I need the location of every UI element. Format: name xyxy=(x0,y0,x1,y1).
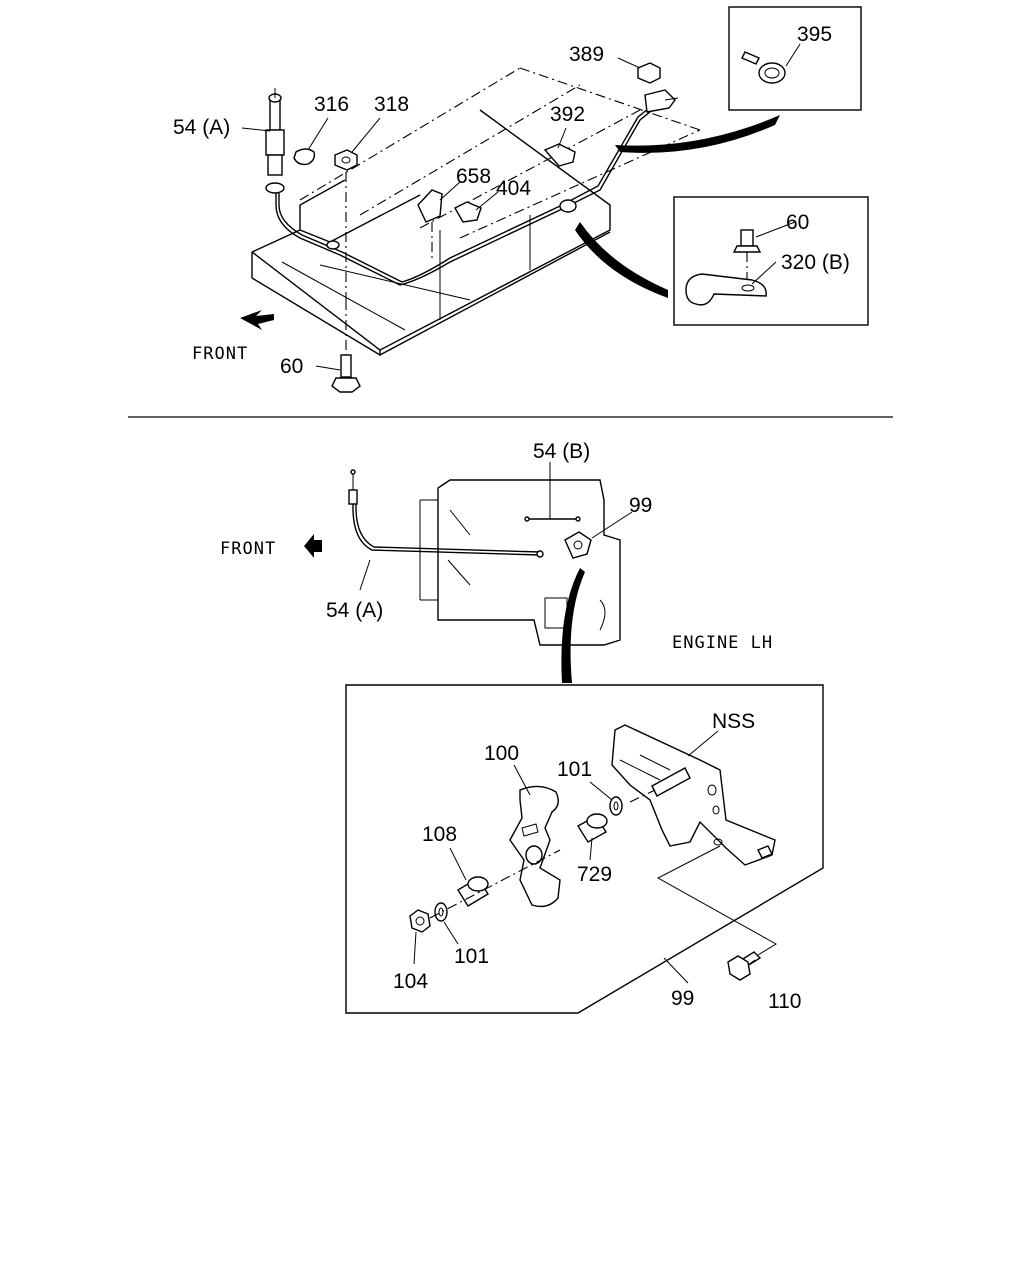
stud-shaft xyxy=(629,767,691,803)
axis-line-detail xyxy=(429,849,561,919)
pointer-to-395-inset xyxy=(615,115,780,153)
label-404: 404 xyxy=(496,177,531,200)
bushing-729-icon xyxy=(577,813,608,843)
label-392: 392 xyxy=(550,103,585,126)
label-318: 318 xyxy=(374,93,409,116)
front-arrow-top-icon xyxy=(240,310,274,330)
cable-54a-top xyxy=(275,96,666,286)
label-316: 316 xyxy=(314,93,349,116)
label-389: 389 xyxy=(569,43,604,66)
label-104: 104 xyxy=(393,970,428,993)
leader-lines-top xyxy=(241,57,796,371)
bolt-60-bottom-icon xyxy=(331,300,361,393)
label-60-bottom: 60 xyxy=(280,355,303,378)
label-54a-engine: 54 (A) xyxy=(326,599,383,622)
label-320b: 320 (B) xyxy=(781,251,850,274)
nut-104-icon xyxy=(409,909,431,933)
label-60-inset: 60 xyxy=(786,211,809,234)
detail-box-frame xyxy=(345,684,824,1014)
lever-100-icon xyxy=(509,785,561,908)
inset-clamp-395 xyxy=(728,6,862,111)
cable-end-fitting-54a xyxy=(265,88,285,194)
bracket-nss xyxy=(611,724,776,866)
label-front-top: FRONT xyxy=(192,344,248,364)
clip-404-icon xyxy=(454,201,482,223)
cable-clamp-top-icon xyxy=(326,199,577,250)
pointer-to-320b-inset xyxy=(575,222,668,298)
inset-bracket-320b xyxy=(673,196,869,326)
label-395: 395 xyxy=(797,23,832,46)
clip-658-icon xyxy=(417,189,443,262)
washer-101-lower-icon xyxy=(434,902,448,922)
label-108: 108 xyxy=(422,823,457,846)
clip-316-icon xyxy=(293,148,316,166)
lever-99-engine-icon xyxy=(564,531,592,559)
label-101-lower: 101 xyxy=(454,945,489,968)
cable-54b xyxy=(524,516,581,522)
label-54b: 54 (B) xyxy=(533,440,590,463)
label-engine-lh: ENGINE LH xyxy=(672,633,773,653)
label-101-upper: 101 xyxy=(557,758,592,781)
clip-392-icon xyxy=(543,143,576,167)
label-99-engine: 99 xyxy=(629,494,652,517)
label-nss: NSS xyxy=(712,710,755,733)
pointer-to-detail-box xyxy=(561,568,585,683)
bracket-389-icon xyxy=(637,62,679,113)
leader-lines-engine xyxy=(359,462,633,591)
bolt-110-icon xyxy=(727,951,762,981)
frame-assembly xyxy=(251,67,701,357)
label-front-engine: FRONT xyxy=(220,539,276,559)
label-110: 110 xyxy=(768,990,801,1013)
leader-lines-detail xyxy=(413,730,777,984)
label-99-detail: 99 xyxy=(671,987,694,1010)
cable-54a-engine xyxy=(348,469,544,558)
front-arrow-engine-icon xyxy=(304,534,322,558)
label-100: 100 xyxy=(484,742,519,765)
nut-318-icon xyxy=(334,149,358,300)
label-54a-top: 54 (A) xyxy=(173,116,230,139)
label-729: 729 xyxy=(577,863,612,886)
label-658: 658 xyxy=(456,165,491,188)
washer-101-upper-icon xyxy=(609,796,623,816)
engine-block xyxy=(419,479,621,646)
bushing-108-icon xyxy=(457,876,489,907)
